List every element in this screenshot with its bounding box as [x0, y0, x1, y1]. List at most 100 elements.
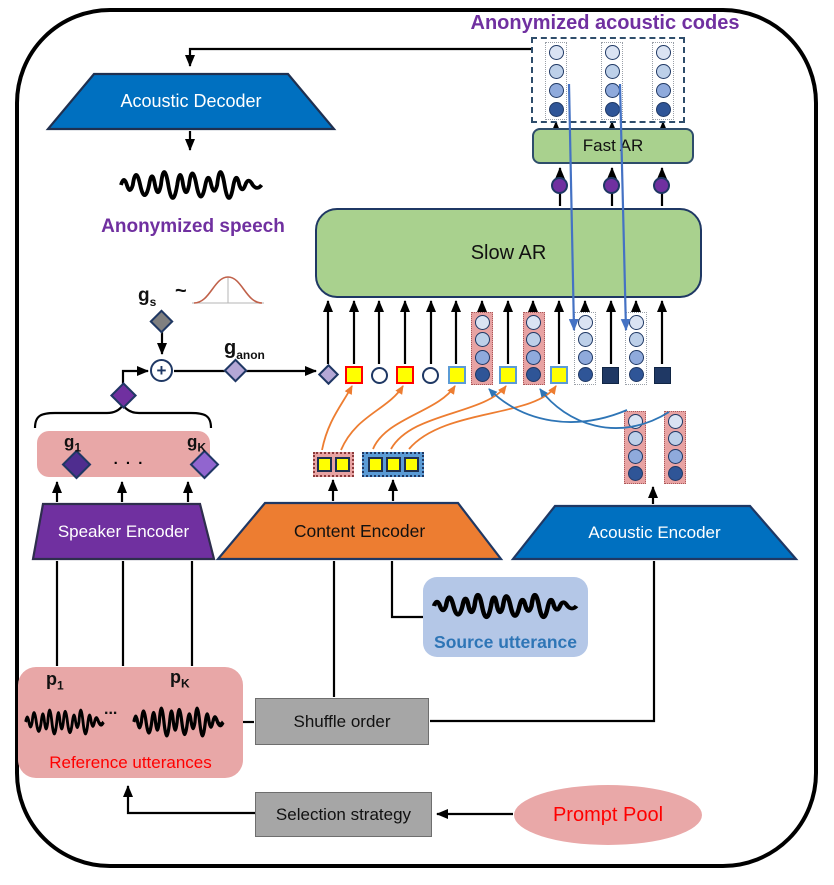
anonymized-waveform: [119, 170, 264, 200]
slow-ar-output-circle: [603, 177, 620, 194]
anonymized-acoustic-codes-label: Anonymized acoustic codes: [470, 11, 740, 34]
content-token-group-blue: [362, 452, 424, 477]
gaussian-curve: [192, 276, 264, 304]
token-square-blue: [546, 312, 572, 385]
content-token: [367, 457, 383, 472]
anonymized-speech-label: Anonymized speech: [101, 216, 285, 237]
code-circle: [627, 465, 643, 481]
sum-node: +: [150, 359, 173, 382]
circle-open-shape: [422, 367, 440, 384]
tilde-label: ~: [175, 280, 187, 302]
square-blue-shape: [447, 366, 466, 384]
token-square-red: [341, 312, 367, 385]
code-circle: [655, 64, 671, 79]
content-token-group-pink: [313, 452, 354, 477]
token-circle-open: [366, 312, 392, 385]
acoustic-encoder-label: Acoustic Encoder: [588, 522, 721, 542]
code-circle: [604, 83, 620, 98]
selection-strategy-box: [255, 792, 432, 837]
code-circle: [667, 465, 683, 481]
code-circle: [548, 45, 564, 60]
code-circle: [655, 83, 671, 98]
token-square-blue: [495, 312, 521, 385]
g-s-label: gs: [138, 285, 157, 309]
slow-ar-box: [315, 208, 702, 298]
token-square-navy: [598, 312, 624, 385]
content-token: [335, 457, 350, 472]
speaker-encoder: [31, 502, 216, 561]
code-circle: [474, 315, 490, 330]
code-circle: [627, 448, 643, 464]
token-diamond-lavender: [315, 312, 341, 386]
code-circle: [474, 332, 490, 348]
square-red-shape: [344, 366, 363, 384]
prompt-pool-label: Prompt Pool: [552, 803, 664, 826]
plus-label: +: [156, 361, 167, 380]
code-circle: [548, 64, 564, 79]
prompt-pool-ellipse: [514, 785, 702, 845]
code-circle: [655, 45, 671, 60]
fast-ar-label: Fast AR: [582, 136, 644, 155]
square-navy-shape: [653, 367, 671, 384]
code-circle: [548, 102, 564, 117]
code-circle: [474, 366, 490, 382]
g-anon-label: ganon: [224, 337, 265, 362]
source-waveform: [431, 592, 579, 620]
acoustic-prompt-column: [624, 411, 646, 484]
code-circle: [526, 315, 542, 330]
token-column-pink: [469, 312, 495, 385]
reference-waveform-1: [24, 708, 105, 736]
g-1-label: g1: [64, 432, 82, 455]
square-red-shape: [396, 366, 415, 384]
speaker-embedding-box: g1 gK . . .: [37, 431, 220, 480]
reference-utterances-label: Reference utterances: [49, 753, 212, 772]
code-circle: [627, 431, 643, 447]
source-utterance-label: Source utterance: [434, 631, 577, 652]
shuffle-order-label: Shuffle order: [293, 711, 391, 731]
diamond-lavender-shape: [317, 363, 339, 386]
reference-waveform-2: [132, 706, 225, 738]
slow-ar-output-circle: [551, 177, 568, 194]
content-encoder: [215, 501, 504, 561]
square-navy-shape: [602, 367, 620, 384]
code-circle: [628, 349, 644, 365]
p-1-label: p1: [46, 669, 64, 693]
code-circle: [667, 414, 683, 429]
token-column-pink: [521, 312, 547, 385]
content-token: [317, 457, 332, 472]
square-blue-shape: [550, 366, 569, 384]
acoustic-decoder: [45, 72, 337, 131]
code-circle: [628, 366, 644, 382]
code-column: [652, 42, 674, 120]
code-circle: [577, 349, 593, 365]
code-circle: [667, 431, 683, 447]
code-circle: [474, 349, 490, 365]
ellipsis-label: . . .: [113, 450, 145, 468]
column-plain-shape: [625, 312, 648, 385]
code-circle: [667, 448, 683, 464]
code-circle: [526, 349, 542, 365]
shuffle-order-box: [255, 698, 429, 745]
outer-frame: [15, 8, 818, 868]
speaker-encoder-label: Speaker Encoder: [57, 521, 190, 541]
token-circle-open: [418, 312, 444, 385]
content-token: [403, 457, 419, 472]
token-square-navy: [649, 312, 675, 385]
code-circle: [655, 102, 671, 117]
code-circle: [628, 315, 644, 330]
code-circle: [627, 414, 643, 429]
code-circle: [628, 332, 644, 348]
selection-strategy-label: Selection strategy: [275, 804, 412, 824]
square-blue-shape: [498, 366, 517, 384]
acoustic-prompt-column: [664, 411, 686, 484]
g-K-label: gK: [187, 432, 207, 455]
token-square-blue: [444, 312, 470, 385]
code-column: [601, 42, 623, 120]
slow-ar-input-row: [315, 312, 695, 386]
code-circle: [604, 64, 620, 79]
code-circle: [526, 332, 542, 348]
reference-dots-label: ...: [104, 701, 118, 718]
acoustic-encoder: [510, 504, 799, 561]
content-token: [385, 457, 401, 472]
